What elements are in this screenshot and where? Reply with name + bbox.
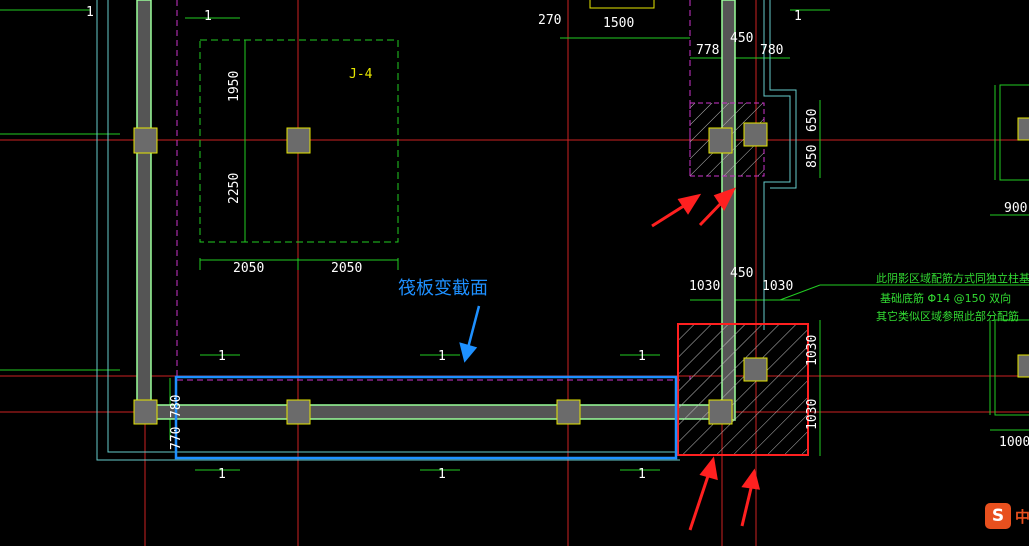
dim-900: 900: [1004, 201, 1027, 216]
section-mark: 1: [638, 467, 646, 482]
foundation-j4-outline[interactable]: [199, 39, 399, 243]
dim-1000: 1000: [999, 435, 1029, 450]
dim-2050-left: 2050: [233, 261, 264, 276]
dimension-lines: [0, 9, 1029, 471]
raft-section-highlight[interactable]: [174, 375, 678, 460]
section-marks: 1 1 1 1 1 1 1 1 1: [86, 5, 802, 482]
dim-770-left: 770: [169, 427, 184, 450]
column: [286, 399, 311, 425]
magenta-dashed-lines: [176, 0, 691, 381]
section-mark: 1: [794, 9, 802, 24]
ime-logo-icon[interactable]: S: [985, 503, 1011, 529]
column: [708, 127, 733, 154]
section-mark: 1: [86, 5, 94, 20]
columns: [133, 122, 768, 425]
dim-850: 850: [805, 145, 820, 168]
section-mark: 1: [438, 349, 446, 364]
ime-mode-indicator[interactable]: 中: [1015, 508, 1029, 526]
section-mark: 1: [218, 349, 226, 364]
dim-2250: 2250: [227, 173, 242, 204]
dim-1950: 1950: [227, 71, 242, 102]
column: [133, 399, 158, 425]
column: [286, 127, 311, 154]
column: [1017, 117, 1029, 141]
column: [1017, 354, 1029, 378]
dim-780-top: 780: [760, 43, 783, 58]
note-line-2: 基础底筋 Φ14 @150 双向: [880, 291, 1011, 305]
blue-arrow: [459, 305, 481, 363]
dim-450-mid: 450: [730, 266, 753, 281]
column: [743, 122, 768, 147]
hatched-zone-lower[interactable]: [677, 323, 809, 456]
red-arrows: [651, 187, 760, 531]
raft-annotation: 筏板变截面: [398, 278, 488, 299]
dim-1030-right: 1030: [762, 279, 793, 294]
dim-270: 270: [538, 13, 561, 28]
dim-1500: 1500: [603, 16, 634, 31]
top-box: [589, 0, 655, 9]
note-line-3: 其它类似区域参照此部分配筋: [876, 309, 1019, 323]
section-mark: 1: [438, 467, 446, 482]
far-right-elements: [994, 84, 1029, 416]
raft-boundary: [96, 0, 797, 461]
dim-1030-vert-top: 1030: [805, 335, 820, 366]
dim-2050-right: 2050: [331, 261, 362, 276]
dim-778: 778: [696, 43, 719, 58]
dim-1030-vert-bottom: 1030: [805, 399, 820, 430]
column: [708, 399, 733, 425]
section-mark: 1: [204, 9, 212, 24]
column: [556, 399, 581, 425]
dim-450-top: 450: [730, 31, 753, 46]
dim-780-left: 780: [169, 395, 184, 418]
column: [743, 357, 768, 382]
section-mark: 1: [638, 349, 646, 364]
note-line-1: 此阴影区域配筋方式同独立柱基: [876, 271, 1029, 285]
dim-650: 650: [805, 109, 820, 132]
column: [133, 127, 158, 154]
foundation-label: J-4: [349, 67, 373, 82]
dim-1030-left: 1030: [689, 279, 720, 294]
section-mark: 1: [218, 467, 226, 482]
